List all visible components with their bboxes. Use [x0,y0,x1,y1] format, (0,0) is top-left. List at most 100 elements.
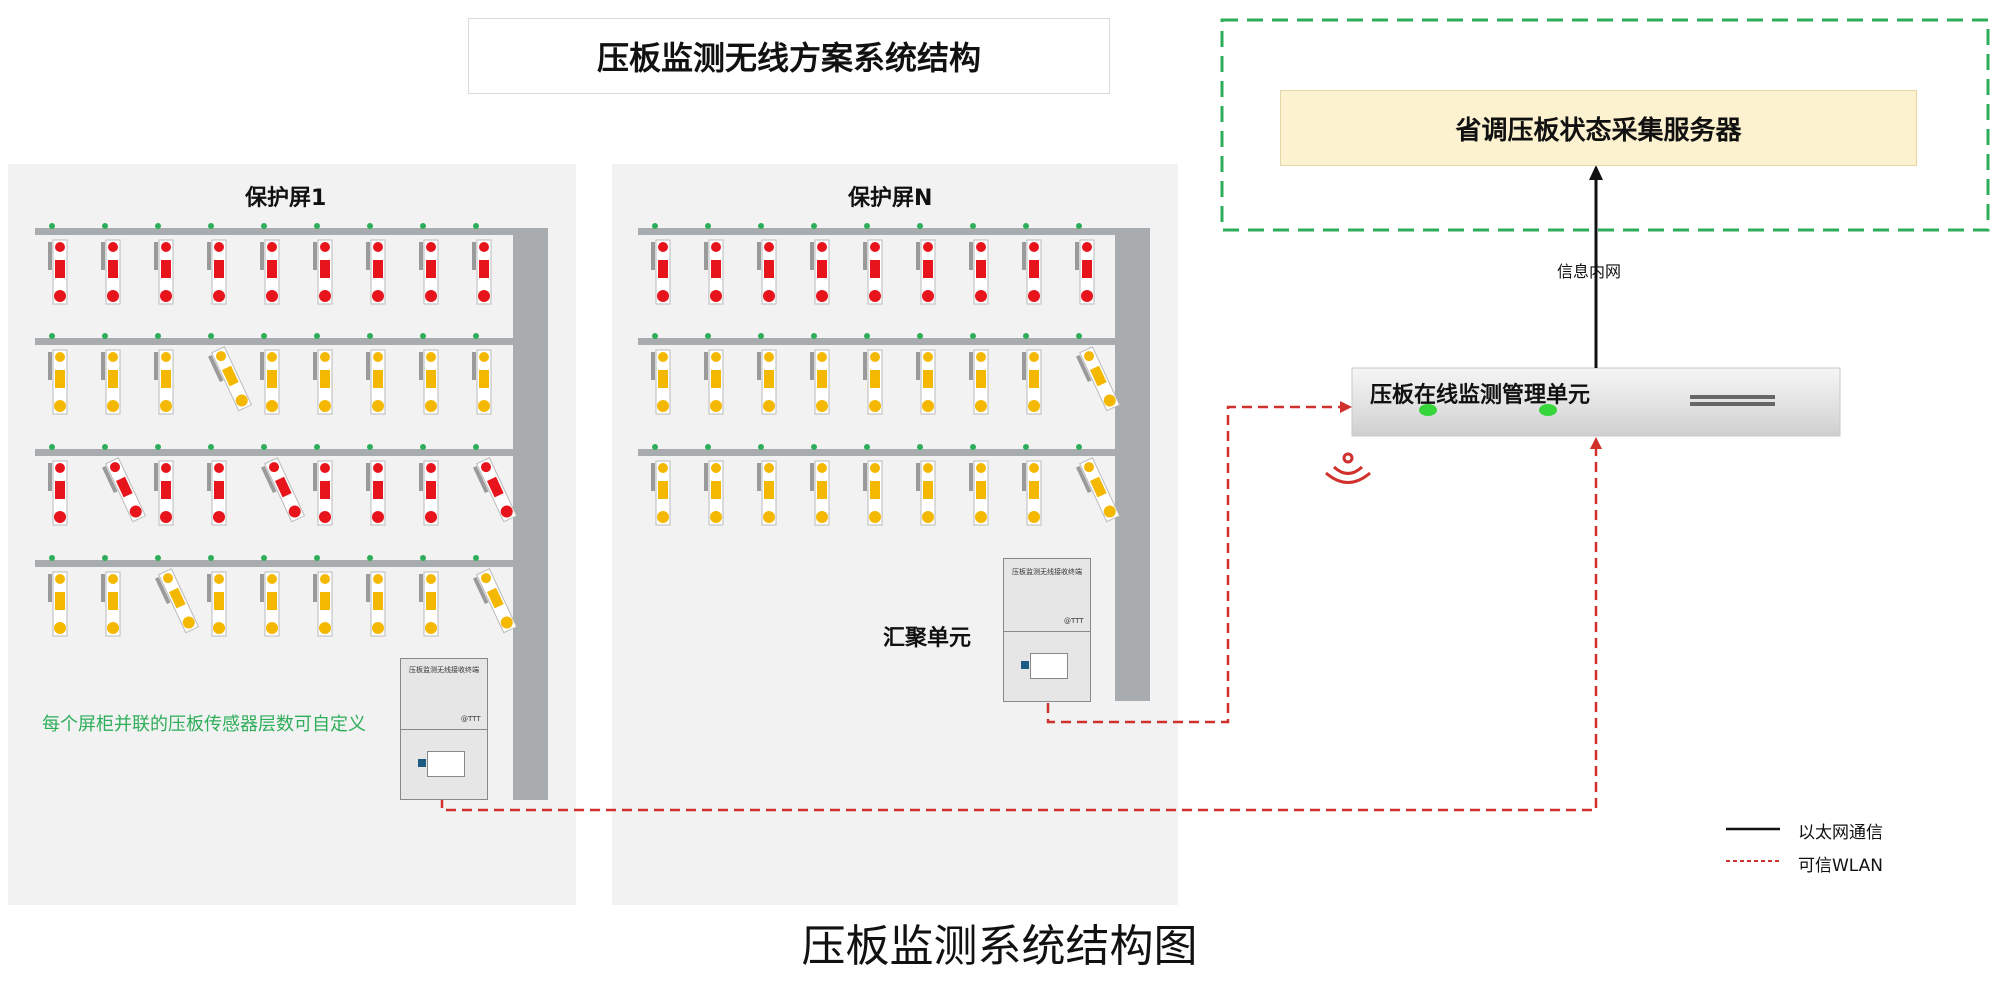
status-dot [970,333,976,339]
panel1-side-rail [513,228,548,800]
pressure-plate [1022,239,1042,305]
status-dot [367,555,373,561]
status-dot [705,444,711,450]
status-dot [1076,444,1082,450]
pressure-plate [1076,457,1121,523]
status-dot [811,444,817,450]
pressure-plate [704,239,724,305]
status-dot [864,223,870,229]
status-dot [652,333,658,339]
status-dot [420,444,426,450]
status-dot [49,333,55,339]
status-dot [102,555,108,561]
mgmt-led-green-2 [1539,404,1557,416]
pressure-plate [154,349,174,415]
mgmt-led-green-1 [1419,404,1437,416]
pressure-plate [48,460,68,526]
pressure-plate [366,571,386,637]
pressure-plate [313,349,333,415]
pressure-plate [472,349,492,415]
hub-unit-panelN: 压板监测无线接收终端 @TTT [1003,558,1091,702]
pressure-plate [260,239,280,305]
pressure-plate [48,349,68,415]
status-dot [314,333,320,339]
status-dot [1076,333,1082,339]
status-dot [208,223,214,229]
pressure-plate [1022,349,1042,415]
diagram-title: 压板监测无线方案系统结构 [468,18,1110,94]
hub1-port [427,751,465,777]
pressure-plate [366,349,386,415]
pressure-plate [810,239,830,305]
mgmt-slot-1 [1690,395,1775,399]
panelN-side-rail [1115,228,1150,701]
status-dot [811,333,817,339]
status-dot [102,223,108,229]
wlan-link-hub-n [1046,405,1345,724]
pressure-plate [969,349,989,415]
status-dot [473,223,479,229]
hubN-divider [1004,631,1090,632]
mount-rail [35,560,513,567]
pressure-plate [419,349,439,415]
pressure-plate [419,239,439,305]
pressure-plate [810,349,830,415]
status-dot [367,333,373,339]
status-dot [758,223,764,229]
intranet-boundary [1220,18,1990,232]
status-dot [208,555,214,561]
pressure-plate [101,239,121,305]
status-dot [208,333,214,339]
hub1-screen-title: 压板监测无线接收终端 [409,666,479,674]
pressure-plate [863,460,883,526]
pressure-plate [101,571,121,637]
pressure-plate [863,239,883,305]
pressure-plate [48,571,68,637]
pressure-plate [207,239,227,305]
status-dot [261,333,267,339]
status-dot [261,223,267,229]
status-dot [155,223,161,229]
status-dot [420,333,426,339]
pressure-plate [651,460,671,526]
pressure-plate [916,239,936,305]
pressure-plate [207,571,227,637]
arrow-up-icon [1589,165,1603,180]
pressure-plate [1076,346,1121,412]
pressure-plate [260,349,280,415]
status-dot [1076,223,1082,229]
pressure-plate [757,239,777,305]
panel1-title: 保护屏1 [245,186,327,211]
pressure-plate [651,349,671,415]
status-dot [420,223,426,229]
hubN-screen-title: 压板监测无线接收终端 [1012,568,1082,576]
pressure-plate [916,460,936,526]
pressure-plate [207,460,227,526]
pressure-plate [472,239,492,305]
status-dot [864,444,870,450]
mount-rail [35,449,513,456]
status-dot [1023,444,1029,450]
pressure-plate [154,460,174,526]
hub1-port-led [418,759,426,767]
status-dot [49,444,55,450]
layer-note: 每个屏柜并联的压板传感器层数可自定义 [42,714,366,735]
status-dot [970,223,976,229]
pressure-plate [313,460,333,526]
pressure-plate [102,457,147,523]
status-dot [705,333,711,339]
mount-rail [35,228,513,235]
status-dot [102,444,108,450]
arrow-up-red-icon [1590,437,1602,449]
hubN-port [1030,653,1068,679]
legend-ethernet-label: 以太网通信 [1798,823,1883,843]
status-dot [758,444,764,450]
info-lan-label: 信息内网 [1557,262,1622,281]
status-dot [917,333,923,339]
status-dot [1023,333,1029,339]
status-dot [420,555,426,561]
pressure-plate [757,349,777,415]
figure-caption: 压板监测系统结构图 [801,921,1198,972]
status-dot [473,333,479,339]
wifi-icon [1325,452,1371,484]
